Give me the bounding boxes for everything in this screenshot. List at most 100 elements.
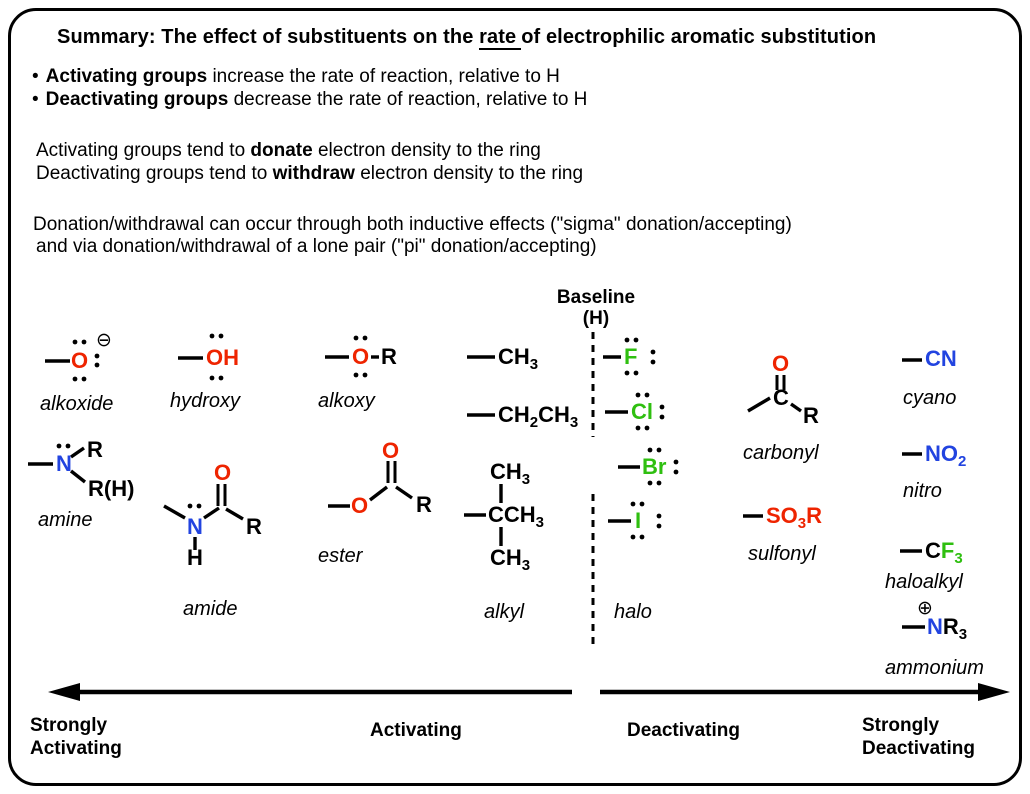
tbutyl-mid-subscript: 3 [535, 514, 545, 531]
strongly-activating-label: Strongly Activating [30, 714, 122, 760]
alkoxy-r-group: R [381, 344, 397, 369]
ammonium-nitrogen: N [927, 614, 943, 639]
hydroxy-formula: OH [206, 345, 239, 370]
minus-charge-icon: ⊖ [96, 329, 112, 351]
nitro-no: NO [925, 441, 958, 466]
bullet-icon: • [32, 66, 39, 87]
sulfonyl-subscript: 3 [797, 515, 807, 532]
tendency-deactivating: Deactivating groups tend to withdraw ele… [36, 163, 583, 185]
amine-r-group: R [87, 437, 103, 462]
tbutyl-top-methyl: CH3 [490, 459, 530, 488]
haloalkyl-formula: CF3 [925, 538, 963, 567]
amine-nitrogen: N [56, 451, 72, 476]
tendency-bold: withdraw [272, 163, 355, 184]
ammonium-formula: NR3 [927, 614, 967, 643]
amide-oxygen: O [214, 460, 232, 485]
carbonyl-carbon: C [773, 385, 789, 410]
bullet-bold-text: Deactivating groups [45, 89, 229, 110]
figure-border [8, 8, 1022, 786]
ester-oxygen-top: O [382, 438, 400, 463]
haloalkyl-carbon: C [925, 538, 941, 563]
figure-title: Summary: The effect of substituents on t… [57, 26, 877, 50]
ethyl-subscript-3: 3 [569, 414, 579, 431]
tbutyl-top-ch: CH [490, 459, 522, 484]
bullet-rest-text: increase the rate of reaction, relative … [207, 66, 560, 87]
ammonium-subscript: 3 [958, 626, 968, 643]
strongly-deactivating-line2: Deactivating [862, 738, 975, 759]
activating-label: Activating [370, 720, 462, 741]
hydroxy-label: hydroxy [170, 390, 241, 412]
amide-nitrogen: N [187, 514, 203, 539]
ethyl-ch: CH [498, 402, 530, 427]
bullet-activating-groups: • Activating groups increase the rate of … [32, 66, 560, 88]
bullet-rest-text: decrease the rate of reaction, relative … [228, 89, 588, 110]
tendency-pre: Activating groups tend to [36, 140, 251, 161]
carbonyl-oxygen: O [772, 351, 790, 376]
alkyl-label: alkyl [484, 601, 525, 623]
tendency-post: electron density to the ring [312, 140, 541, 161]
methyl-formula: CH3 [498, 344, 538, 373]
strongly-deactivating-line1: Strongly [862, 715, 940, 736]
tendency-bold: donate [250, 140, 313, 161]
tendency-post: electron density to the ring [354, 163, 584, 184]
bullet-icon: • [32, 89, 39, 110]
ester-label: ester [318, 545, 363, 567]
alkoxide-label: alkoxide [40, 393, 114, 415]
tbutyl-central-formula: CCH3 [488, 502, 544, 531]
tbutyl-bottom-methyl: CH3 [490, 547, 530, 574]
baseline-heading: Baseline (H) [549, 287, 643, 329]
halo-label: halo [614, 601, 652, 623]
alkoxy-label: alkoxy [318, 390, 375, 412]
amide-r-group: R [246, 514, 262, 539]
bullet-deactivating-groups: • Deactivating groups decrease the rate o… [32, 89, 587, 111]
baseline-title: Baseline [556, 287, 636, 308]
baseline-h-symbol: (H) [582, 308, 610, 329]
carbonyl-label: carbonyl [743, 442, 819, 464]
strongly-deactivating-label: Strongly Deactivating [862, 714, 975, 760]
haloalkyl-label: haloalkyl [885, 571, 963, 593]
bullet-bold-text: Activating groups [45, 66, 208, 87]
methyl-subscript: 3 [529, 356, 539, 373]
nitro-label: nitro [903, 480, 942, 502]
amide-label: amide [183, 598, 238, 620]
note-line-1: Donation/withdrawal can occur through bo… [33, 214, 792, 235]
ethyl-subscript-2: 2 [529, 414, 539, 431]
ethyl-ch2: CH [538, 402, 570, 427]
fluoro-atom: F [624, 344, 638, 369]
sulfonyl-r: R [806, 503, 823, 528]
alkoxide-oxygen: O [71, 348, 89, 373]
nitro-subscript: 2 [958, 453, 967, 470]
haloalkyl-fluorine: F [940, 538, 955, 563]
chloro-atom: Cl [631, 399, 653, 424]
strongly-activating-line1: Strongly [30, 715, 108, 736]
amide-hydrogen: H [187, 545, 203, 570]
sulfonyl-so: SO [766, 503, 798, 528]
ethyl-formula: CH2CH3 [498, 402, 578, 431]
deactivating-label: Deactivating [627, 720, 740, 741]
nitro-formula: NO2 [925, 441, 966, 470]
note-line-2: and via donation/withdrawal of a lone pa… [36, 236, 597, 257]
tbutyl-bottom-subscript: 3 [521, 557, 531, 574]
title-pre: Summary: The effect of substituents on t… [57, 26, 480, 48]
haloalkyl-subscript: 3 [954, 550, 963, 567]
plus-charge-icon: ⊕ [917, 597, 933, 619]
tbutyl-top-subscript: 3 [521, 471, 531, 488]
title-underlined-word: rate [479, 26, 522, 50]
amine-rh-group: R(H) [88, 476, 135, 501]
ammonium-r: R [942, 614, 959, 639]
iodo-atom: I [635, 508, 642, 533]
ester-r-group: R [416, 492, 432, 517]
sulfonyl-label: sulfonyl [748, 543, 816, 565]
tbutyl-mid-cch: CCH [488, 502, 536, 527]
strongly-activating-line2: Activating [30, 738, 122, 759]
ammonium-label: ammonium [885, 657, 984, 679]
carbonyl-r-group: R [803, 403, 819, 428]
bromo-atom: Br [642, 454, 667, 479]
alkoxy-oxygen: O [352, 344, 370, 369]
ester-oxygen-left: O [351, 493, 369, 518]
title-post: of electrophilic aromatic substitution [521, 26, 877, 48]
cyano-label: cyano [903, 387, 957, 409]
tendency-activating: Activating groups tend to donate electro… [36, 140, 541, 162]
methyl-ch: CH [498, 344, 530, 369]
